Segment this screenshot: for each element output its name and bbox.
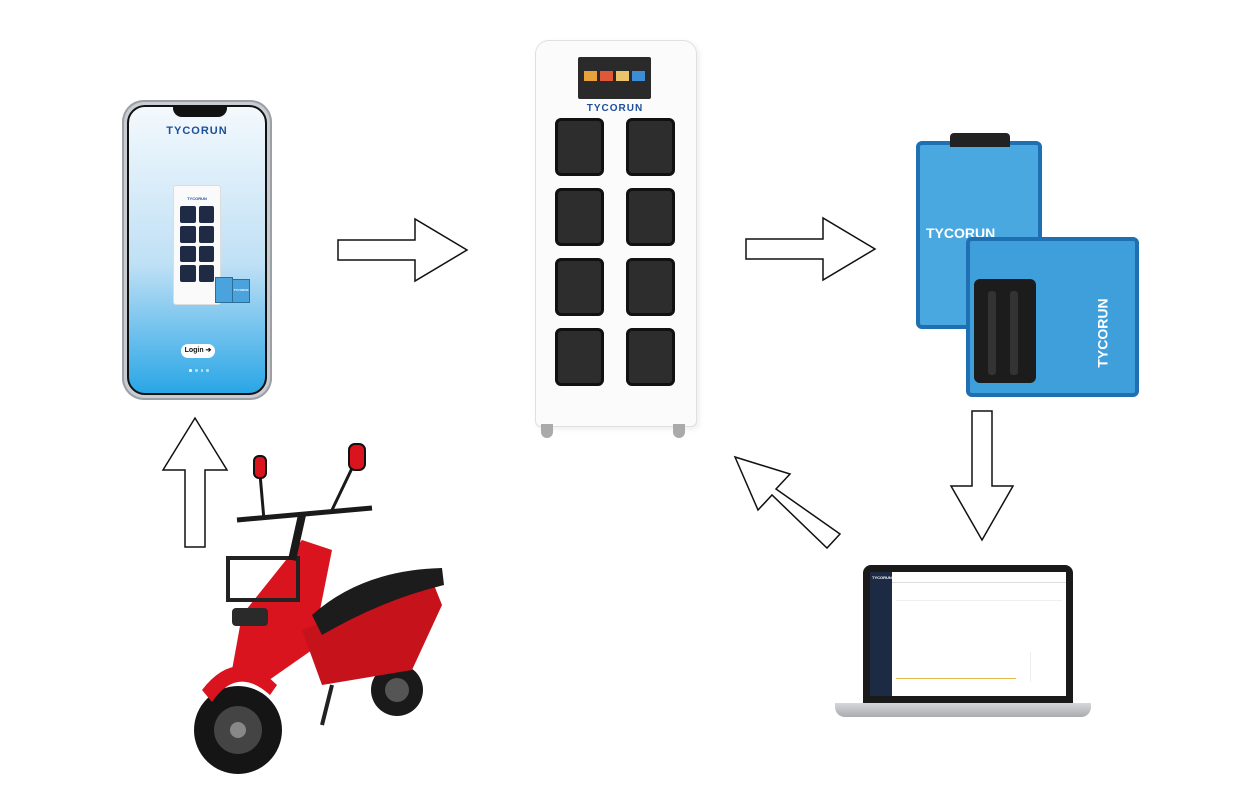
- arrow-battery-to-laptop: [949, 410, 1015, 542]
- phone-battery-brand: TYCORUN: [233, 288, 249, 292]
- arrow-phone-to-cabinet: [337, 217, 469, 283]
- laptop-base: [835, 703, 1091, 717]
- mini-slot: [180, 245, 196, 263]
- laptop-screen: TYCORUN: [870, 572, 1066, 696]
- swappable-batteries: TYCORUN TYCORUN: [912, 133, 1139, 397]
- page-dot-active: [189, 369, 192, 372]
- phone-cabinet-thumbnail: TYCORUN: [173, 185, 221, 305]
- page-dot: [200, 369, 204, 372]
- login-button[interactable]: Login ➔: [181, 344, 215, 358]
- phone-device: TYCORUN TYCORUN TYCORUN Login ➔: [122, 100, 272, 400]
- page-dots: [189, 369, 209, 373]
- battery-slot: [555, 258, 604, 316]
- arrow-scooter-to-phone: [161, 416, 229, 548]
- mini-slot: [180, 206, 196, 223]
- scooter-mirror-left: [253, 455, 267, 479]
- battery-slot: [626, 258, 675, 316]
- phone-battery-thumbnail: [215, 277, 233, 303]
- phone-brand-logo: TYCORUN: [166, 125, 228, 137]
- battery-handle-opening: [974, 279, 1036, 383]
- display-tile: [616, 71, 629, 81]
- arrow-cabinet-to-battery: [745, 216, 877, 282]
- phone-battery-thumbnail: TYCORUN: [232, 279, 250, 303]
- display-tile: [584, 71, 597, 81]
- scooter-handlebar: [236, 505, 373, 523]
- management-laptop: TYCORUN: [835, 565, 1091, 727]
- battery-slot: [555, 118, 604, 176]
- phone-cabinet-slots: [180, 206, 214, 282]
- battery-slot: [555, 328, 604, 386]
- dashboard-header: [892, 572, 1066, 583]
- arrow-laptop-to-cabinet: [733, 455, 842, 550]
- battery-pack-front: TYCORUN: [966, 237, 1139, 397]
- page-dot: [194, 369, 198, 372]
- battery-handle-grip: [1010, 291, 1018, 375]
- display-tile: [632, 71, 645, 81]
- scooter-stem: [288, 514, 306, 561]
- dashboard-sidebar: TYCORUN: [870, 572, 892, 696]
- mini-slot: [198, 245, 214, 263]
- battery-slot: [555, 188, 604, 246]
- battery-slot: [626, 118, 675, 176]
- electric-scooter: [192, 440, 447, 780]
- mini-slot: [180, 265, 196, 282]
- dashboard-chart: [896, 644, 1016, 679]
- laptop-lid: TYCORUN: [863, 565, 1073, 703]
- dashboard-legend: [1030, 652, 1061, 682]
- mini-slot: [180, 225, 196, 243]
- scooter-body: [302, 580, 442, 685]
- battery-swap-cabinet: TYCORUN: [535, 40, 697, 440]
- phone-cabinet-brand: TYCORUN: [187, 196, 207, 201]
- scooter-illustration: [194, 443, 444, 774]
- battery-slot: [626, 188, 675, 246]
- scooter-mirror-right: [348, 443, 366, 471]
- scooter-front-shield: [232, 540, 332, 685]
- dashboard-stat-row: [896, 586, 1062, 601]
- mini-slot: [198, 265, 214, 282]
- mini-slot: [198, 225, 214, 243]
- battery-handle-grip: [988, 291, 996, 375]
- mini-slot: [198, 206, 214, 223]
- scooter-seat: [312, 568, 444, 635]
- battery-brand-side: TYCORUN: [1094, 298, 1111, 368]
- cabinet-wheel: [673, 424, 685, 438]
- cabinet-wheel: [541, 424, 553, 438]
- battery-handle: [950, 133, 1010, 147]
- cabinet-brand-logo: TYCORUN: [586, 103, 644, 114]
- display-tile: [600, 71, 613, 81]
- cabinet-slot-grid: [555, 118, 677, 386]
- battery-slot: [626, 328, 675, 386]
- phone-screen: TYCORUN TYCORUN TYCORUN Login ➔: [127, 105, 267, 395]
- scooter-headlight: [232, 608, 268, 626]
- page-dot: [206, 369, 209, 372]
- cabinet-display: [578, 57, 651, 99]
- phone-notch: [173, 107, 227, 117]
- scooter-front-rack: [226, 556, 300, 602]
- dashboard-brand: TYCORUN: [872, 575, 892, 580]
